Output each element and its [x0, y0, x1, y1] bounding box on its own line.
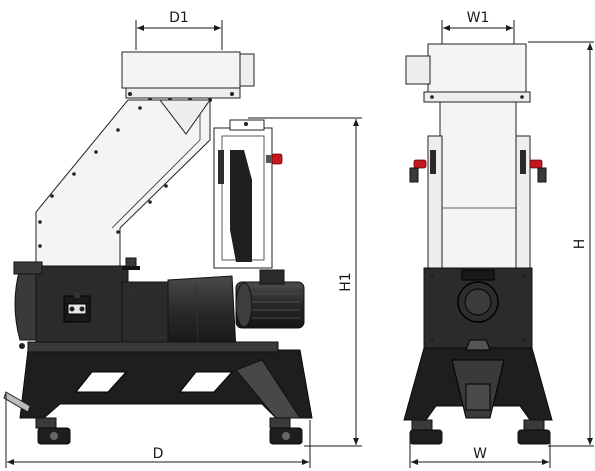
front-column — [439, 101, 517, 271]
side-caster-right — [269, 417, 303, 445]
base-cutout-left — [74, 371, 128, 393]
front-caster-right — [517, 419, 551, 445]
side-caster-left — [35, 417, 71, 445]
dimension-label-h1: H1 — [338, 272, 354, 291]
front-hopper-side-outlet — [405, 55, 431, 85]
feed-hopper-box — [121, 51, 241, 89]
dimension-label-d: D — [153, 446, 164, 462]
side-base-frame — [19, 349, 313, 419]
dimension-lines: D1 W1 H1 H D W — [5, 10, 594, 468]
dimension-label-w1: W1 — [467, 10, 490, 26]
dimension-label-d1: D1 — [169, 10, 189, 26]
front-caster-left — [409, 419, 443, 445]
front-view — [403, 43, 553, 445]
cabinet-vent-panel — [230, 150, 252, 262]
gearbox — [167, 275, 237, 353]
dimension-label-h: H — [572, 239, 588, 250]
bearing-block — [63, 292, 91, 323]
slanted-feed-chute — [35, 99, 211, 269]
hopper-lower-rim — [125, 87, 241, 99]
chute-gusset — [158, 99, 211, 135]
emergency-stop-button — [271, 153, 283, 165]
dimension-label-w: W — [473, 446, 487, 462]
hopper-side-flange — [239, 53, 255, 87]
front-hopper-top — [427, 43, 527, 95]
latch-handle-right — [529, 159, 543, 169]
discharge-bin-slide — [235, 359, 301, 419]
latch-handle-left — [413, 159, 427, 169]
base-cutout-right — [178, 371, 234, 393]
flywheel-cover — [14, 267, 37, 341]
side-view — [3, 51, 313, 445]
